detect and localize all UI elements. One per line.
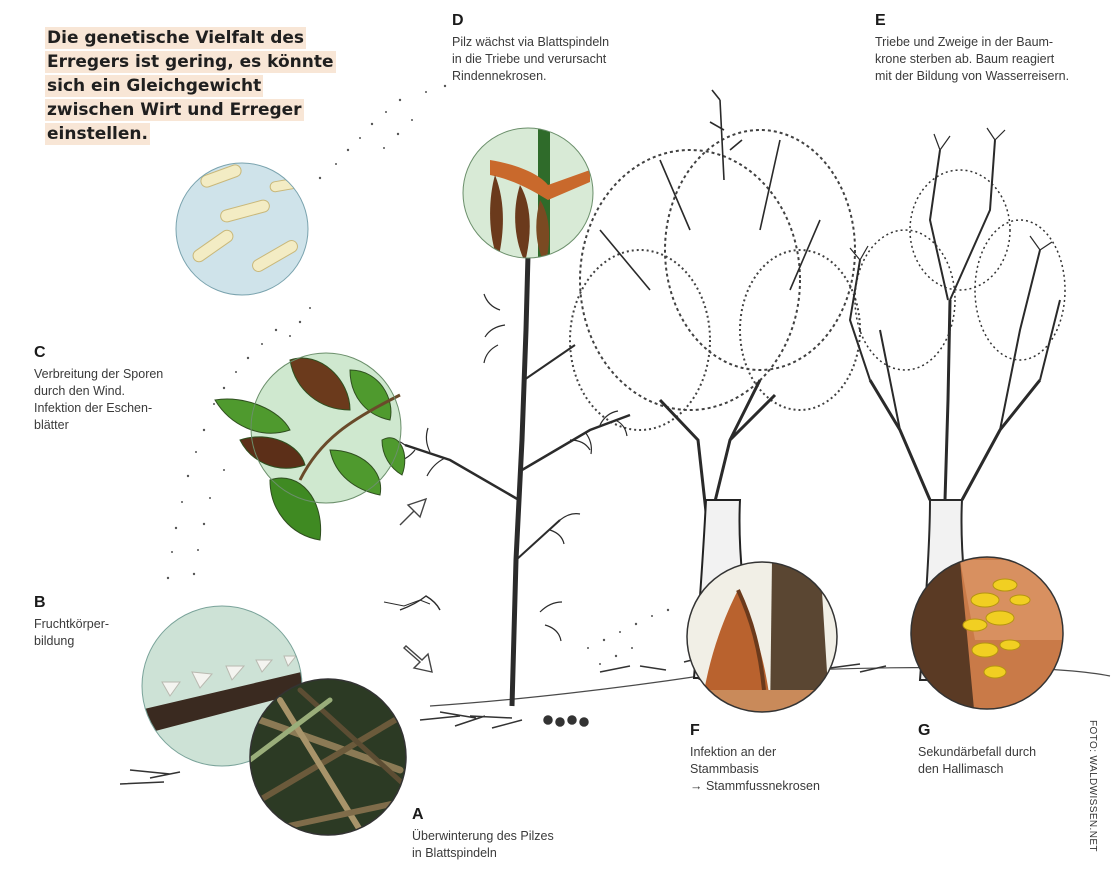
stage-description: Verbreitung der Sporen durch den Wind. I… <box>34 366 163 434</box>
stage-description: Sekundärbefall durch den Hallimasch <box>918 744 1036 778</box>
stage-b: B Fruchtkörper- bildung <box>34 594 109 650</box>
stage-letter: A <box>412 806 554 824</box>
stage-f: F Infektion an der Stammbasis → Stammfus… <box>690 722 820 795</box>
headline-line: Erregers ist gering, es könnte <box>45 51 336 73</box>
stage-description: Infektion an der Stammbasis → Stammfussn… <box>690 744 820 795</box>
stage-letter: E <box>875 12 1069 30</box>
stage-letter: G <box>918 722 1036 740</box>
flow-arrows <box>400 499 432 672</box>
leaf-litter-closeup <box>250 679 410 835</box>
shoot-necrosis-closeup <box>463 120 593 270</box>
stage-d: D Pilz wächst via Blattspindeln in die T… <box>452 12 609 85</box>
headline-line: sich ein Gleichgewicht <box>45 75 263 97</box>
stage-description: Fruchtkörper- bildung <box>34 616 109 650</box>
stage-description: Überwinterung des Pilzes in Blattspindel… <box>412 828 554 862</box>
honey-fungus-closeup <box>910 557 1070 720</box>
stage-g: G Sekundärbefall durch den Hallimasch <box>918 722 1036 778</box>
stage-a: A Überwinterung des Pilzes in Blattspind… <box>412 806 554 862</box>
stage-letter: C <box>34 344 163 362</box>
young-ash-tree <box>383 255 630 706</box>
stage-description: Pilz wächst via Blattspindeln in die Tri… <box>452 34 609 85</box>
stage-c: C Verbreitung der Sporen durch den Wind.… <box>34 344 163 434</box>
stage-e: E Triebe und Zweige in der Baum- krone s… <box>875 12 1069 85</box>
headline-line: Die genetische Vielfalt des <box>45 27 306 49</box>
stage-letter: B <box>34 594 109 612</box>
photo-credit: FOTO: WALDWISSEN.NET <box>1087 720 1098 852</box>
spore-closeup <box>176 163 308 295</box>
headline: Die genetische Vielfalt des Erregers ist… <box>45 26 345 146</box>
stage-description: Triebe und Zweige in der Baum- krone ste… <box>875 34 1069 85</box>
stage-letter: F <box>690 722 820 740</box>
infected-leaves-closeup <box>215 353 405 540</box>
stage-letter: D <box>452 12 609 30</box>
headline-line: einstellen. <box>45 123 150 145</box>
headline-line: zwischen Wirt und Erreger <box>45 99 304 121</box>
